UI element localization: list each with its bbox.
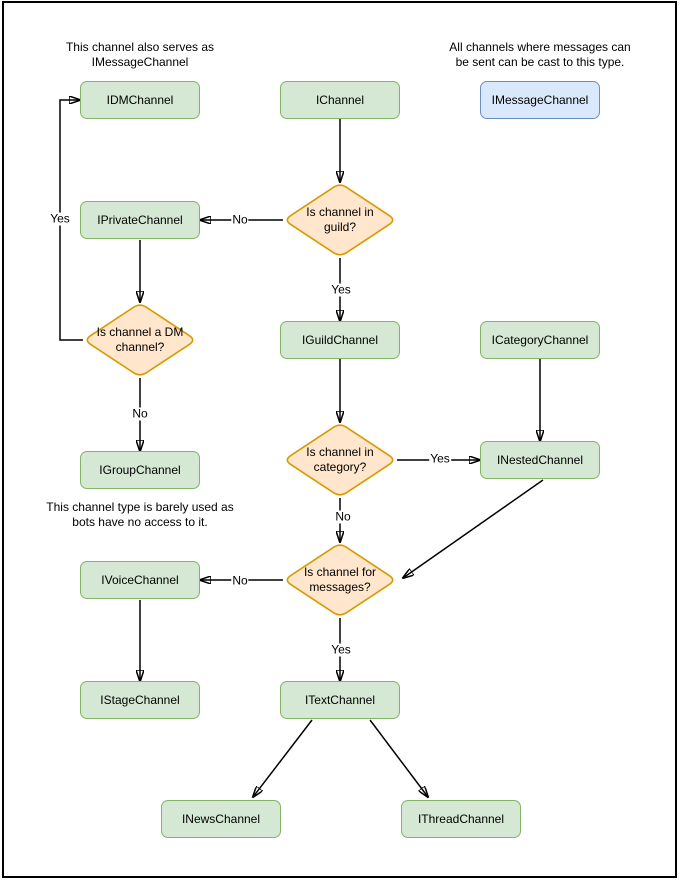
node-label: ICategoryChannel — [491, 333, 589, 347]
node-label: IStageChannel — [100, 693, 180, 707]
node-label: IGuildChannel — [301, 333, 379, 347]
note-line: be sent can be cast to this type. — [455, 55, 625, 69]
note-igroupchannel: This channel type is barely used as bots… — [10, 500, 270, 530]
decision-label: Is channel in category? — [306, 445, 374, 474]
node-label: IGroupChannel — [99, 463, 181, 477]
decision-is-channel-in-category: Is channel in category? — [283, 422, 397, 498]
note-line: This channel type is barely used as — [46, 500, 234, 514]
node-itextchannel: ITextChannel — [280, 681, 400, 719]
edge-label-messages-no: No — [231, 573, 249, 588]
decision-is-channel-in-guild: Is channel in guild? — [283, 182, 397, 258]
note-idmchannel: This channel also serves as IMessageChan… — [20, 40, 260, 70]
note-line: bots have no access to it. — [72, 515, 208, 529]
node-label: INewsChannel — [181, 812, 261, 826]
decision-is-channel-a-dm-channel: Is channel a DM channel? — [83, 302, 197, 378]
node-label: IMessageChannel — [491, 93, 589, 107]
note-line: All channels where messages can — [449, 40, 631, 54]
node-label: IThreadChannel — [417, 812, 505, 826]
node-label: IDMChannel — [106, 93, 174, 107]
node-ithreadchannel: IThreadChannel — [401, 800, 521, 838]
edge-itextchannel-to-inewschannel — [253, 719, 313, 797]
node-imessagechannel: IMessageChannel — [480, 81, 600, 119]
node-label: ITextChannel — [304, 693, 376, 707]
edge-label-messages-yes: Yes — [330, 642, 352, 657]
node-label: INestedChannel — [496, 453, 584, 467]
edge-label-dm-yes: Yes — [49, 211, 71, 226]
node-inestedchannel: INestedChannel — [480, 441, 600, 479]
decision-label: Is channel a DM channel? — [96, 325, 184, 354]
node-idmchannel: IDMChannel — [80, 81, 200, 119]
decision-label: Is channel for messages? — [303, 565, 377, 594]
node-label: IPrivateChannel — [97, 213, 183, 227]
node-iprivatechannel: IPrivateChannel — [80, 201, 200, 239]
node-igroupchannel: IGroupChannel — [80, 451, 200, 489]
edge-label-category-yes: Yes — [429, 451, 451, 466]
node-iguildchannel: IGuildChannel — [280, 321, 400, 359]
node-istagechannel: IStageChannel — [80, 681, 200, 719]
edge-label-guild-no: No — [231, 212, 249, 227]
note-line: IMessageChannel — [91, 55, 189, 69]
diamond-shape — [286, 424, 394, 496]
decision-is-channel-for-messages: Is channel for messages? — [283, 542, 397, 618]
diamond-shape — [86, 304, 194, 376]
node-ivoicechannel: IVoiceChannel — [80, 561, 200, 599]
decision-label: Is channel in guild? — [306, 205, 374, 234]
node-inewschannel: INewsChannel — [161, 800, 281, 838]
note-line: This channel also serves as — [65, 40, 215, 54]
node-label: IVoiceChannel — [101, 573, 179, 587]
edge-itextchannel-to-ithreadchannel — [369, 719, 428, 797]
edge-label-guild-yes: Yes — [330, 282, 352, 297]
diamond-shape — [286, 544, 394, 616]
node-ichannel: IChannel — [280, 81, 400, 119]
edge-inestedchannel-to-messages-decision — [403, 479, 544, 578]
edge-label-category-no: No — [334, 509, 352, 524]
node-label: IChannel — [315, 93, 365, 107]
note-imessagechannel: All channels where messages can be sent … — [420, 40, 660, 70]
node-icategorychannel: ICategoryChannel — [480, 321, 600, 359]
diamond-shape — [286, 184, 394, 256]
edge-label-dm-no: No — [131, 406, 149, 421]
